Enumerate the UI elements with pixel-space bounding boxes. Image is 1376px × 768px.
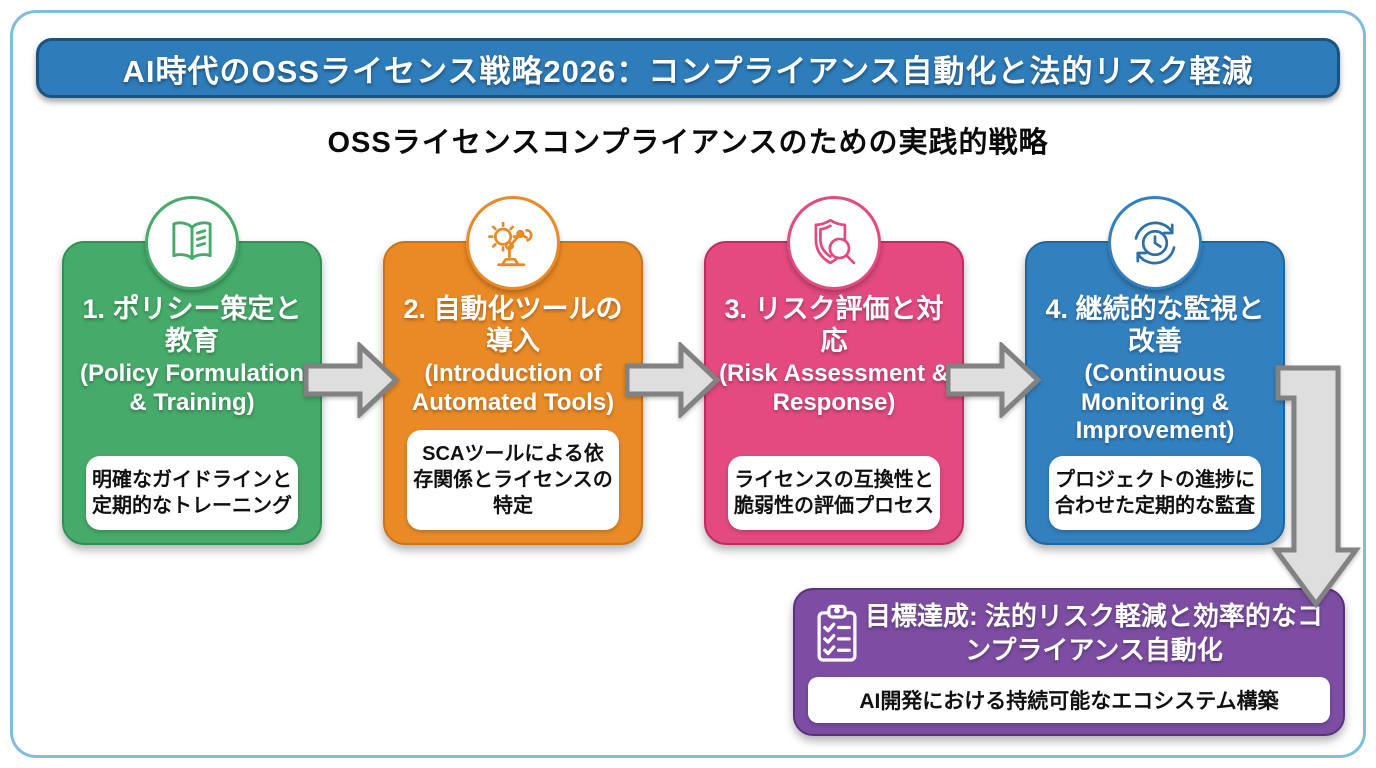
shield-magnifier-icon (787, 196, 881, 290)
step-title-jp: 3. リスク評価と対応 (724, 294, 944, 357)
goal-note: AI開発における持続可能なエコシステム構築 (808, 677, 1330, 723)
step-title: 3. リスク評価と対応 (Risk Assessment & Response) (706, 293, 962, 417)
step-title-en: (Introduction of Automated Tools) (411, 359, 615, 416)
flow-arrow-right-1 (304, 342, 400, 418)
step-note: SCAツールによる依存関係とライセンスの特定 (407, 430, 619, 530)
step-title: 4. 継続的な監視と改善 (Continuous Monitoring & Im… (1027, 293, 1283, 446)
flow-arrow-elbow-down (1271, 365, 1361, 609)
step-title-jp: 4. 継続的な監視と改善 (1045, 294, 1265, 357)
step-box-3: 3. リスク評価と対応 (Risk Assessment & Response)… (704, 196, 964, 545)
step-box-4: 4. 継続的な監視と改善 (Continuous Monitoring & Im… (1025, 196, 1285, 545)
title-banner: AI時代のOSSライセンス戦略2026：コンプライアンス自動化と法的リスク軽減 (36, 38, 1340, 98)
flow-arrow-right-3 (946, 342, 1042, 418)
cycle-clock-icon (1108, 196, 1202, 290)
step-note: プロジェクトの進捗に合わせた定期的な監査 (1049, 456, 1261, 530)
step-title-jp: 2. 自動化ツールの導入 (403, 294, 623, 357)
step-note: 明確なガイドラインと定期的なトレーニング (86, 456, 298, 530)
step-box-2: 2. 自動化ツールの導入 (Introduction of Automated … (383, 196, 643, 545)
step-note: ライセンスの互換性と脆弱性の評価プロセス (728, 456, 940, 530)
page-title: AI時代のOSSライセンス戦略2026：コンプライアンス自動化と法的リスク軽減 (122, 53, 1254, 89)
step-title-en: (Continuous Monitoring & Improvement) (1075, 359, 1235, 445)
step-title-jp: 1. ポリシー策定と教育 (82, 294, 302, 357)
book-icon (145, 196, 239, 290)
goal-header: 目標達成: 法的リスク軽減と効率的なコンプライアンス自動化 (795, 590, 1343, 668)
goal-title: 目標達成: 法的リスク軽減と効率的なコンプライアンス自動化 (865, 601, 1323, 665)
checklist-icon (809, 601, 865, 667)
goal-box: 目標達成: 法的リスク軽減と効率的なコンプライアンス自動化 AI開発における持続… (793, 588, 1345, 736)
flow-arrow-right-2 (625, 342, 721, 418)
page-subtitle: OSSライセンスコンプライアンスのための実践的戦略 (327, 127, 1049, 159)
step-title-en: (Risk Assessment & Response) (719, 359, 949, 416)
step-title: 1. ポリシー策定と教育 (Policy Formulation & Train… (64, 293, 320, 417)
step-box-1: 1. ポリシー策定と教育 (Policy Formulation & Train… (62, 196, 322, 545)
step-title: 2. 自動化ツールの導入 (Introduction of Automated … (385, 293, 641, 417)
step-title-en: (Policy Formulation & Training) (79, 359, 304, 416)
robot-arm-icon (466, 196, 560, 290)
